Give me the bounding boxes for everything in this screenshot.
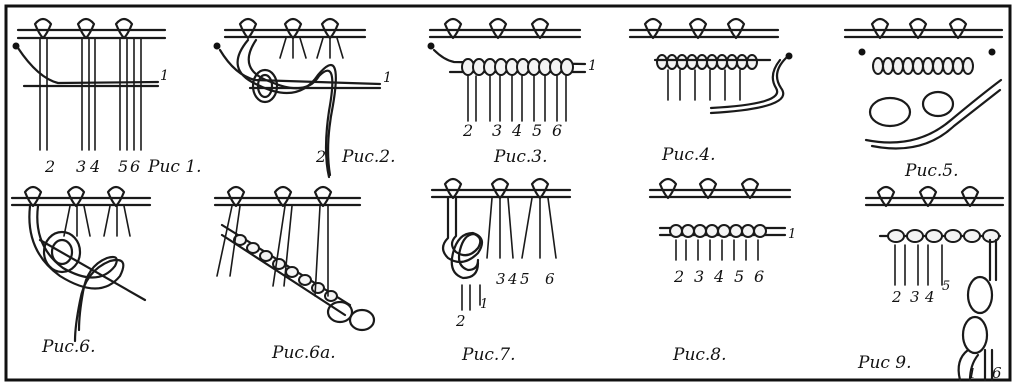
- strand-number: 1: [160, 68, 169, 84]
- strand-number: 3: [76, 157, 86, 176]
- strand-number: 4: [713, 267, 724, 286]
- figure-9: [866, 187, 1003, 380]
- strand-number: 3: [910, 288, 920, 306]
- strand-number: 2: [315, 147, 326, 166]
- strand-number: 2: [462, 121, 473, 140]
- figure-caption: Рис.6.: [41, 337, 96, 357]
- strand-number: 3: [496, 270, 506, 288]
- strand-number: 1: [968, 367, 976, 382]
- knot-bead: [718, 225, 730, 237]
- knot-bead: [963, 58, 973, 74]
- figure-caption: Рис 9.: [857, 353, 912, 373]
- knot-bead: [677, 55, 687, 69]
- knot-bead: [943, 58, 953, 74]
- knot-bead: [561, 59, 573, 75]
- figure-6a: [215, 187, 374, 330]
- knot-bead: [730, 225, 742, 237]
- strand-number: 1: [480, 297, 488, 312]
- knot-bead: [670, 225, 682, 237]
- knot-bead: [325, 291, 337, 301]
- knot-bead: [953, 58, 963, 74]
- figure-caption: Рис.8.: [672, 345, 727, 365]
- strand-number: 5: [734, 267, 744, 286]
- knot-bead: [926, 230, 942, 242]
- figure-1: [13, 19, 166, 150]
- strand-number: 5: [118, 157, 128, 176]
- strand-number: 6: [992, 364, 1002, 382]
- knot-bead: [657, 55, 667, 69]
- strand-number: 2: [44, 157, 55, 176]
- knot-bead: [883, 58, 893, 74]
- knot-bead: [260, 251, 272, 261]
- knot-bead: [706, 225, 718, 237]
- strand-number: 6: [552, 121, 562, 140]
- figure-caption: Рис.7.: [461, 345, 516, 365]
- knot-bead: [707, 55, 717, 69]
- strand-number: 5: [532, 121, 542, 140]
- strand-number: 6: [545, 270, 555, 288]
- knot-bead: [247, 243, 259, 253]
- knot-bead: [903, 58, 913, 74]
- strand-number: 3: [694, 267, 704, 286]
- knot-bead: [299, 275, 311, 285]
- strand-number: 4: [89, 157, 100, 176]
- knot-bead: [717, 55, 727, 69]
- strand-number: 1: [383, 70, 392, 86]
- strand-number: 5: [520, 270, 530, 288]
- knot-bead: [727, 55, 737, 69]
- figure-caption: Рис.4.: [661, 145, 716, 165]
- strand-number: 4: [924, 288, 935, 306]
- knot-bead: [273, 259, 285, 269]
- strand-number: 2: [891, 288, 902, 306]
- knot-bead: [312, 283, 324, 293]
- strand-number: 4: [511, 121, 522, 140]
- figure-caption: Рис.2.: [341, 147, 396, 167]
- knot-bead: [893, 58, 903, 74]
- figure-caption: Рис.5.: [904, 161, 959, 181]
- lark-knot: [35, 19, 51, 38]
- knot-bead: [964, 230, 980, 242]
- knot-bead: [747, 55, 757, 69]
- strand-number: 1: [588, 58, 597, 74]
- knot-bead: [737, 55, 747, 69]
- knot-bead: [907, 230, 923, 242]
- knot-bead: [888, 230, 904, 242]
- knot-bead: [873, 58, 883, 74]
- knot-bead: [913, 58, 923, 74]
- figure-5: [845, 19, 1002, 149]
- strand-number: 2: [673, 267, 684, 286]
- knot-bead: [667, 55, 677, 69]
- knot-bead: [754, 225, 766, 237]
- strand-number: 5: [942, 279, 950, 294]
- strand-number: 4: [507, 270, 518, 288]
- figure-caption: Рис.3.: [493, 147, 548, 167]
- strand-number: 3: [492, 121, 502, 140]
- figure-caption: Рис 1.: [147, 157, 202, 177]
- knot-bead: [923, 58, 933, 74]
- strand-number: 6: [130, 157, 140, 176]
- strand-number: 6: [754, 267, 764, 286]
- lark-knot: [116, 19, 132, 38]
- figure-7: [432, 179, 570, 310]
- knot-bead: [682, 225, 694, 237]
- knot-bead: [945, 230, 961, 242]
- figure-8: [650, 179, 790, 260]
- knot-bead: [697, 55, 707, 69]
- knot-bead: [742, 225, 754, 237]
- knot-bead: [687, 55, 697, 69]
- figure-6: [12, 187, 150, 341]
- knot-bead: [286, 267, 298, 277]
- figure-3: [428, 19, 586, 121]
- knot-bead: [694, 225, 706, 237]
- figure-caption: Рис.6а.: [271, 343, 336, 363]
- strand-number: 2: [455, 312, 466, 330]
- strand-number: 1: [788, 227, 796, 242]
- lark-knot: [78, 19, 94, 38]
- figure-4: [630, 19, 793, 113]
- knot-bead: [933, 58, 943, 74]
